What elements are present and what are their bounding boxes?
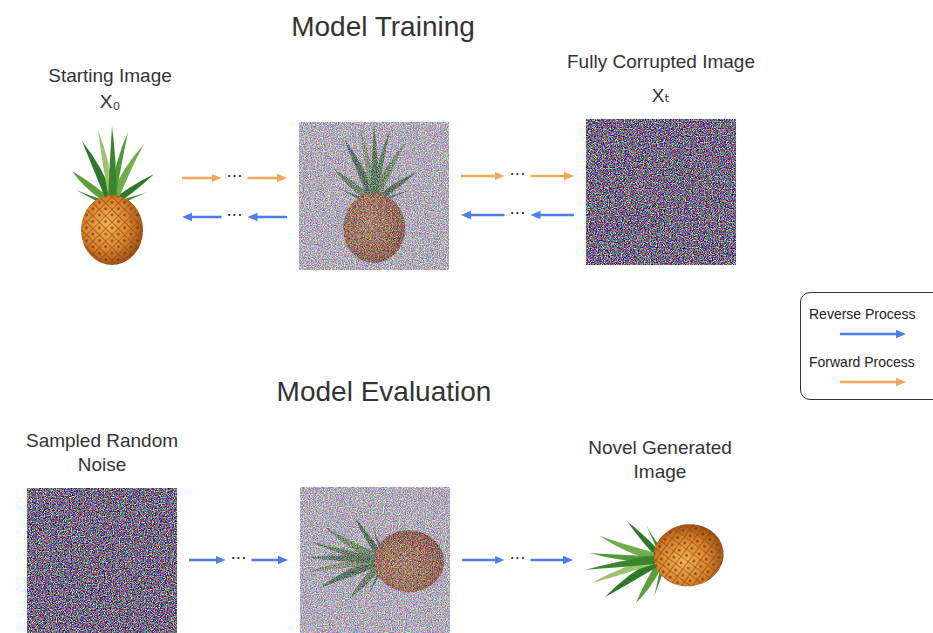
legend-text: Forward Process (809, 353, 933, 371)
arrow-segment (536, 214, 575, 217)
noisy-pineapple-image (299, 122, 449, 270)
image-panel: Novel Generated Image (585, 495, 735, 633)
arrow-segment (253, 216, 288, 219)
ellipsis-wrap: ... (509, 198, 527, 217)
ellipsis-wrap: ... (509, 159, 527, 178)
arrow-segment (461, 175, 500, 178)
legend-sample (840, 375, 906, 389)
legend-entry: Reverse Process (809, 305, 933, 341)
ellipsis-wrap: ... (226, 200, 244, 219)
ellipsis-label: ... (226, 161, 244, 180)
heading-wrap: Model Training (291, 9, 475, 44)
arrow-segment (252, 559, 284, 562)
legend-box: Reverse ProcessForward Process (800, 292, 933, 400)
image-caption: Sampled Random Noise (12, 429, 192, 478)
image-ground (299, 122, 449, 270)
arrow-segment (189, 559, 221, 562)
ellipsis-label: ... (509, 159, 527, 178)
ellipsis-wrap: ... (226, 161, 244, 180)
image-panel (300, 487, 450, 633)
step-symbol: Xₜ (546, 84, 776, 109)
image-caption: Fully Corrupted Image (546, 50, 776, 75)
arrow-segment (466, 214, 505, 217)
image-ground (300, 487, 450, 633)
ellipsis-label: ... (509, 198, 527, 217)
noise-overlay (300, 487, 450, 633)
noise-image (586, 119, 736, 265)
caption-block: Novel Generated Image (570, 436, 750, 485)
pineapple-image (580, 509, 729, 610)
pineapple-image (72, 126, 154, 265)
legend-entry: Forward Process (809, 353, 933, 389)
image-panel: Fully Corrupted ImageXₜ (586, 119, 736, 265)
legend-text: Reverse Process (809, 305, 933, 323)
noise-overlay (299, 122, 449, 270)
arrow-segment (187, 216, 222, 219)
noise-image (27, 488, 177, 633)
heading-wrap: Model Evaluation (277, 374, 492, 409)
section-title: Model Evaluation (277, 374, 492, 409)
arrow-segment (182, 177, 217, 180)
arrow-segment (531, 559, 569, 562)
step-symbol: X₀ (10, 90, 210, 115)
ellipsis-wrap: ... (509, 543, 527, 562)
caption-block: Sampled Random Noise (12, 429, 192, 478)
arrow-segment (462, 559, 500, 562)
ellipsis-label: ... (226, 200, 244, 219)
ellipsis-label: ... (230, 543, 248, 562)
legend-arrow-line (840, 333, 897, 336)
noisy-pineapple-image (300, 487, 450, 633)
legend-arrowhead (896, 378, 906, 386)
section-title: Model Training (291, 9, 475, 44)
image-panel: Starting ImageX₀ (50, 125, 170, 268)
image-caption: Novel Generated Image (570, 436, 750, 485)
image-caption: Starting Image (10, 64, 210, 89)
legend-sample (840, 327, 906, 341)
ellipsis-label: ... (509, 543, 527, 562)
arrow-segment (531, 175, 570, 178)
image-panel (299, 122, 449, 270)
legend-arrow-line (840, 381, 897, 384)
caption-block: Starting ImageX₀ (10, 64, 210, 115)
ellipsis-wrap: ... (230, 543, 248, 562)
caption-block: Fully Corrupted ImageXₜ (546, 50, 776, 109)
arrow-segment (248, 177, 283, 180)
legend-arrowhead (896, 330, 906, 338)
image-panel: Sampled Random Noise (27, 488, 177, 633)
